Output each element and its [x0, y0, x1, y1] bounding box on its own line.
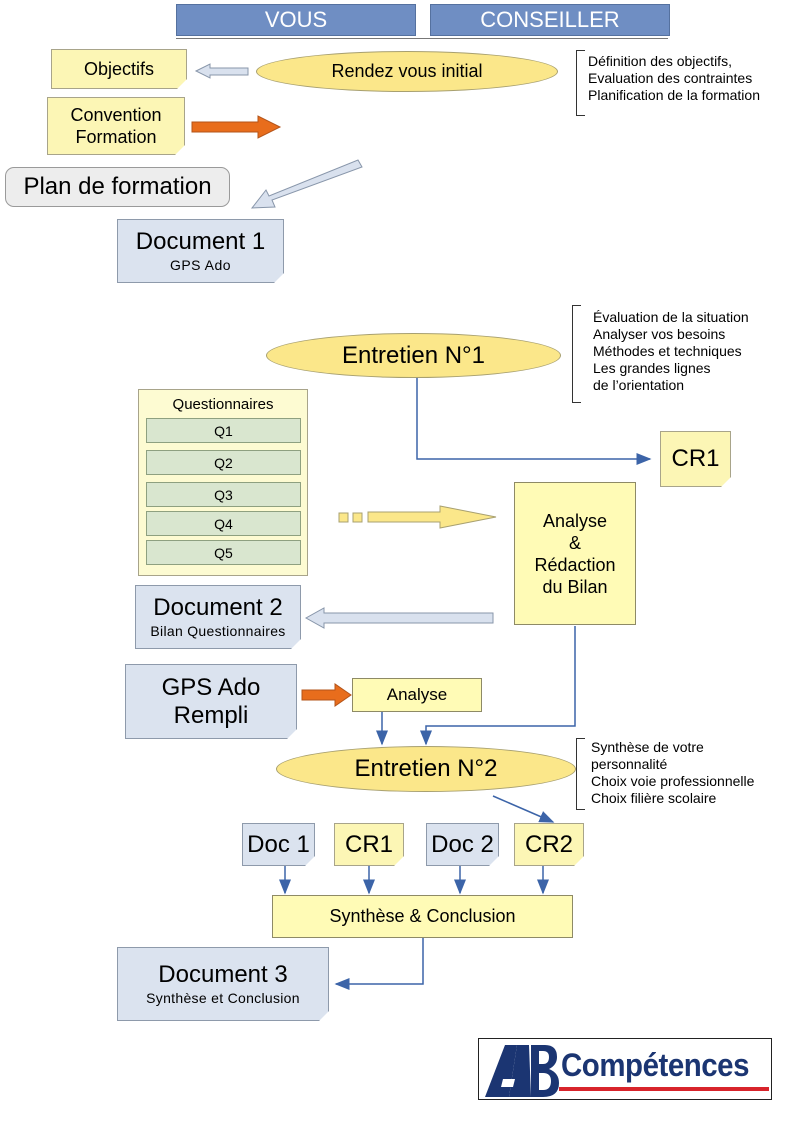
entretien1-ellipse: Entretien N°1 — [266, 333, 561, 378]
arrow-to-document1 — [250, 159, 363, 209]
document1-title: Document 1 — [135, 228, 266, 255]
rdv-notes-bracket — [576, 50, 585, 116]
analyse-redaction-line: Analyse — [542, 510, 608, 531]
arrow-orange-convention — [191, 115, 282, 139]
cr1-label: CR1 — [671, 445, 720, 472]
entretien1-note-line: Méthodes et techniques — [593, 343, 742, 359]
objectifs-note: Objectifs — [51, 49, 187, 89]
connector-entretien2-cr2 — [492, 795, 555, 823]
rdv-note-line: Evaluation des contraintes — [588, 70, 753, 86]
document1-note: Document 1 GPS Ado — [117, 219, 284, 283]
gps-ado-rempli-note: GPS Ado Rempli — [125, 664, 297, 739]
entretien1-notes-bracket — [572, 305, 581, 403]
analyse-small-box: Analyse — [352, 678, 482, 712]
entretien1-note-line: Analyser vos besoins — [593, 326, 726, 342]
entretien2-note-line: Synthèse de votre — [591, 739, 704, 755]
entretien2-note-line: Choix voie professionnelle — [591, 773, 755, 789]
logo-ab-competences: Compétences — [478, 1038, 772, 1100]
doc1-card-label: Doc 1 — [247, 830, 310, 858]
doc2-card-label: Doc 2 — [431, 830, 494, 858]
connector-bilan-entretien2 — [420, 626, 576, 746]
questionnaires-title: Questionnaires — [172, 396, 274, 413]
cr2-card-label: CR2 — [524, 830, 573, 858]
entretien1-note-line: Évaluation de la situation — [593, 309, 749, 325]
entretien1-note-line: Les grandes lignes — [593, 360, 711, 376]
analyse-redaction-line: Rédaction — [534, 554, 616, 575]
arrow-to-objectifs — [194, 63, 249, 79]
entretien2-note-line: personnalité — [591, 756, 668, 772]
analyse-redaction-line: du Bilan — [542, 576, 608, 597]
entretien2-notes: Synthèse de votre personnalité Choix voi… — [591, 739, 791, 807]
cr1-card-label: CR1 — [344, 830, 393, 858]
connector-entretien1-cr1 — [416, 378, 652, 465]
synthese-conclusion-box: Synthèse & Conclusion — [272, 895, 573, 938]
document2-note: Document 2 Bilan Questionnaires — [135, 585, 301, 649]
questionnaire-q5: Q5 — [146, 540, 301, 565]
document3-title: Document 3 — [158, 961, 288, 988]
convention-note: Convention Formation — [47, 97, 185, 155]
gps-ado-line1: GPS Ado — [161, 673, 261, 701]
dot-square-2 — [352, 512, 363, 523]
document2-title: Document 2 — [153, 594, 283, 621]
arrow-yellow-to-analyse — [367, 505, 497, 529]
dot-square-1 — [338, 512, 349, 523]
logo-mark-icon — [485, 1045, 769, 1097]
document1-subtitle: GPS Ado — [169, 257, 232, 273]
cr2-card: CR2 — [514, 823, 584, 866]
analyse-redaction-line: & — [568, 532, 581, 553]
entretien1-note-line: de l’orientation — [593, 377, 685, 393]
arrow-orange-gps — [301, 683, 352, 707]
document3-subtitle: Synthèse et Conclusion — [146, 990, 300, 1006]
objectifs-label: Objectifs — [83, 59, 155, 79]
logo-text: Compétences — [561, 1047, 749, 1083]
questionnaire-q2: Q2 — [146, 450, 301, 475]
rdv-notes: Définition des objectifs, Evaluation des… — [588, 53, 794, 104]
entretien1-notes: Évaluation de la situation Analyser vos … — [593, 309, 793, 394]
convention-label-line2: Formation — [75, 127, 157, 147]
convention-label-line1: Convention — [70, 105, 162, 125]
synthese-conclusion-label: Synthèse & Conclusion — [329, 906, 516, 926]
header-conseiller: CONSEILLER — [430, 4, 670, 36]
entretien1-label: Entretien N°1 — [341, 341, 485, 369]
rdv-initial-label: Rendez vous initial — [331, 61, 483, 81]
entretien2-note-line: Choix filière scolaire — [591, 790, 717, 806]
entretien2-notes-bracket — [576, 738, 585, 810]
rdv-initial-ellipse: Rendez vous initial — [256, 51, 558, 92]
doc1-card: Doc 1 — [242, 823, 315, 866]
arrow-to-document2 — [304, 607, 494, 629]
questionnaire-q3: Q3 — [146, 482, 301, 507]
entretien2-ellipse: Entretien N°2 — [276, 746, 576, 792]
gps-ado-line2: Rempli — [173, 701, 249, 729]
cr1-card: CR1 — [334, 823, 404, 866]
document2-subtitle: Bilan Questionnaires — [150, 623, 286, 639]
rdv-note-line: Planification de la formation — [588, 87, 760, 103]
rdv-note-line: Définition des objectifs, — [588, 53, 732, 69]
questionnaire-q4: Q4 — [146, 511, 301, 536]
connector-synthese-document3 — [334, 938, 424, 990]
entretien2-label: Entretien N°2 — [354, 755, 498, 782]
analyse-small-label: Analyse — [386, 685, 448, 704]
document3-note: Document 3 Synthèse et Conclusion — [117, 947, 329, 1021]
analyse-redaction-box: Analyse & Rédaction du Bilan — [514, 482, 636, 625]
cr1-note: CR1 — [660, 431, 731, 487]
plan-formation-box: Plan de formation — [5, 167, 230, 207]
questionnaire-q1: Q1 — [146, 418, 301, 443]
header-divider — [176, 38, 668, 39]
plan-formation-label: Plan de formation — [23, 173, 212, 200]
doc2-card: Doc 2 — [426, 823, 499, 866]
header-vous: VOUS — [176, 4, 416, 36]
